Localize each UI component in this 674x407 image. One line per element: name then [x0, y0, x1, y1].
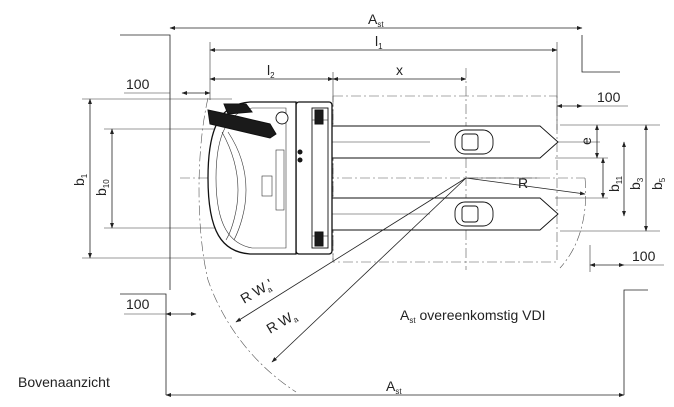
l1-dimension: l1	[209, 33, 558, 130]
clearance-left-top-label: 100	[126, 76, 150, 92]
clearance-right-bottom-label: 100	[632, 248, 656, 264]
b1-label: b1	[71, 173, 89, 186]
aisle-walls	[120, 34, 648, 395]
l2-x-dimensions: l2 x	[209, 62, 467, 100]
wa-prime-label: R Wa'	[238, 276, 277, 309]
l1-label: l1	[375, 33, 383, 51]
clearance-right-bottom: 100	[589, 245, 664, 272]
x-label: x	[396, 62, 403, 78]
b3-label: b3	[627, 177, 645, 190]
forks	[311, 125, 559, 231]
clearance-right-top-label: 100	[597, 89, 621, 105]
clearance-left-top: 100	[124, 76, 211, 95]
right-width-dimensions: e b11 b3 b5	[548, 124, 667, 232]
view-title: Bovenaanzicht	[18, 374, 110, 390]
fork-carriage	[295, 101, 333, 255]
ast-top-dimension: Ast	[169, 11, 583, 30]
b1-dimension: b1	[71, 98, 232, 259]
b10-label: b10	[93, 179, 111, 196]
turning-radius-lines	[198, 97, 586, 393]
truck-body	[207, 101, 303, 255]
clearance-left-bottom-label: 100	[126, 296, 150, 312]
b10-dimension: b10	[93, 128, 232, 229]
b5-label: b5	[649, 177, 667, 190]
e-label: e	[578, 137, 594, 145]
clearance-right-top: 100	[556, 89, 628, 108]
clearance-left-bottom: 100	[124, 296, 197, 316]
wa-label: R Wa	[264, 307, 301, 339]
tiller-arm-icon	[207, 109, 277, 139]
ast-bottom-dimension: Ast	[165, 378, 625, 397]
l2-label: l2	[267, 62, 275, 80]
ast-bottom-label: Ast	[386, 378, 402, 396]
b11-label: b11	[606, 175, 624, 192]
ast-vdi-note: Ast overeenkomstig VDI	[400, 307, 546, 325]
r-label: R	[518, 175, 528, 191]
ast-top-label: Ast	[368, 11, 384, 29]
